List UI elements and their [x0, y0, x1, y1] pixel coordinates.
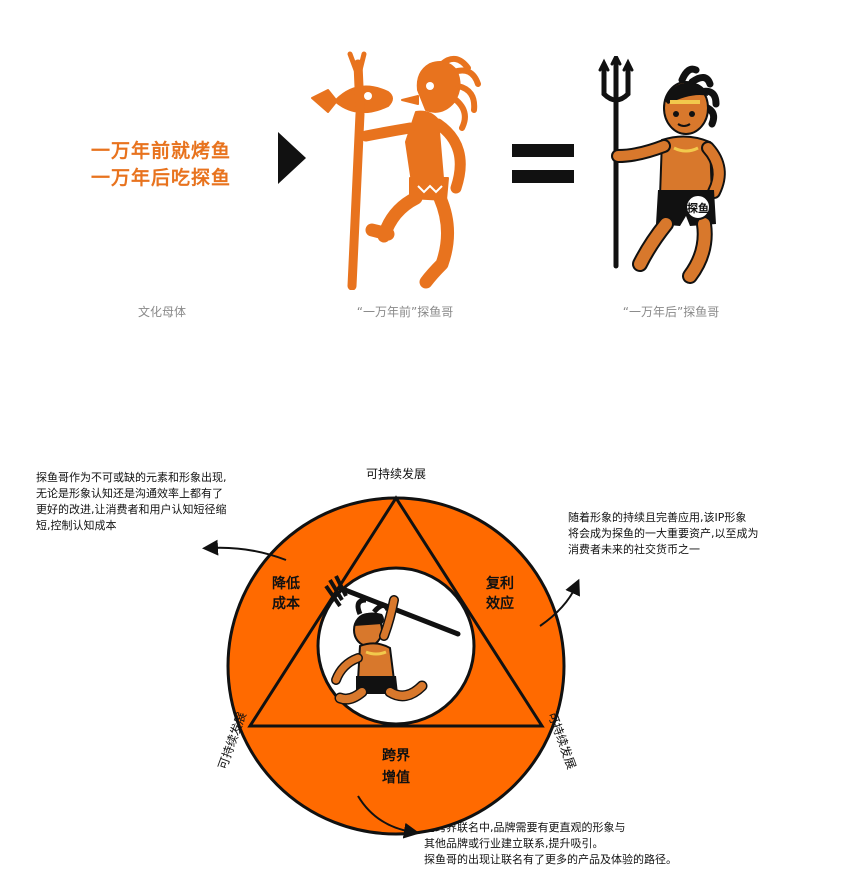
- paragraph-cost-line: 探鱼哥作为不可或缺的元素和形象出现,: [36, 471, 227, 484]
- ancient-fisherman-figure: [311, 51, 481, 290]
- arrow-right-icon: [278, 132, 306, 184]
- paragraph-crossover-line: 探鱼哥的出现让联名有了更多的产品及体验的路径。: [424, 853, 677, 866]
- tagline-line-2: 一万年后吃探鱼: [90, 167, 231, 189]
- vertex-label-top: 可持续发展: [366, 466, 426, 481]
- caption-ancient-ip: “一万年前”探鱼哥: [356, 305, 454, 319]
- segment-left-line-2: 成本: [272, 595, 301, 612]
- paragraph-compound-line: 将会成为探鱼的一大重要资产,以至成为: [568, 527, 759, 540]
- segment-right-line-1: 复利: [485, 575, 514, 592]
- arrow-left-icon: [202, 539, 287, 561]
- value-wheel-diagram: 降低 成本 复利 效应 跨界 增值 可持续发展 可持续发展 可持续发展: [202, 466, 580, 839]
- paragraph-crossover: 在跨界联名中,品牌需要有更直观的形象与 其他品牌或行业建立联系,提升吸引。 探鱼…: [424, 820, 724, 868]
- equals-icon: [512, 144, 574, 183]
- segment-bottom-line-1: 跨界: [382, 748, 411, 764]
- segment-bottom-line-2: 增值: [382, 769, 410, 786]
- paragraph-compound: 随着形象的持续且完善应用,该IP形象 将会成为探鱼的一大重要资产,以至成为 消费…: [568, 510, 808, 558]
- paragraph-crossover-line: 在跨界联名中,品牌需要有更直观的形象与: [424, 821, 626, 834]
- paragraph-cost-line: 更好的改进,让消费者和用户认知短径缩: [36, 503, 227, 516]
- tagline: 一万年前就烤鱼 一万年后吃探鱼: [76, 138, 246, 192]
- paragraph-compound-line: 消费者未来的社交货币之一: [568, 543, 700, 556]
- arrow-right-up-icon: [539, 578, 580, 627]
- paragraph-cost-line: 无论是形象认知还是沟通效率上都有了: [36, 487, 223, 500]
- segment-right-line-2: 效应: [486, 595, 514, 612]
- vertex-label-right: 可持续发展: [545, 710, 580, 772]
- arrow-bottom-icon: [357, 795, 420, 839]
- modern-fisherman-figure: 探鱼: [598, 56, 726, 284]
- paragraph-compound-line: 随着形象的持续且完善应用,该IP形象: [568, 511, 747, 524]
- jumping-fisherman-figure: [324, 575, 461, 705]
- tagline-line-1: 一万年前就烤鱼: [90, 140, 231, 162]
- caption-culture-mother: 文化母体: [137, 305, 186, 319]
- shorts-badge: 探鱼: [687, 201, 709, 215]
- segment-left-line-1: 降低: [272, 575, 300, 592]
- caption-modern-ip: “一万年后”探鱼哥: [622, 305, 720, 319]
- paragraph-cost: 探鱼哥作为不可或缺的元素和形象出现, 无论是形象认知还是沟通效率上都有了 更好的…: [36, 470, 266, 534]
- paragraph-cost-line: 短,控制认知成本: [36, 519, 117, 532]
- paragraph-crossover-line: 其他品牌或行业建立联系,提升吸引。: [424, 837, 604, 850]
